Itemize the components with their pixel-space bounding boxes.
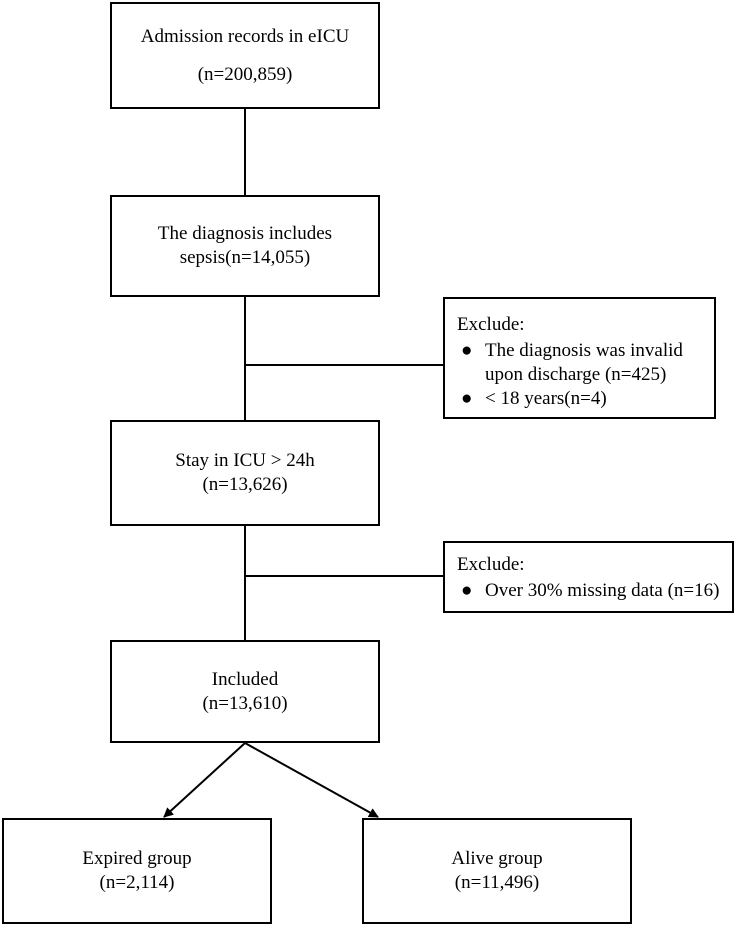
exclude-title-1: Exclude: <box>457 314 525 335</box>
stay-icu-count: (n=13,626) <box>202 474 288 495</box>
alive-group-label: Alive group <box>451 848 543 869</box>
stay-icu-label: Stay in ICU > 24h <box>175 450 315 471</box>
arrow-to-alive <box>244 742 379 818</box>
included-label: Included <box>211 668 279 690</box>
exclude-box-2: Exclude: ● Over 30% missing data (n=16) <box>443 541 734 613</box>
included-box: Included (n=13,610) <box>110 640 380 743</box>
admission-records-label: Admission records in eICU <box>140 25 350 47</box>
admission-records-box: Admission records in eICU (n=200,859) <box>110 2 380 109</box>
diagnosis-label: The diagnosis includes <box>157 223 333 244</box>
expired-group-count: (n=2,114) <box>99 872 175 893</box>
arrow-to-expired <box>163 742 246 818</box>
exclude-title-2: Exclude: <box>457 554 525 575</box>
included-count: (n=13,610) <box>202 692 288 714</box>
bullet-icon: ● <box>461 580 473 601</box>
expired-group-box: Expired group (n=2,114) <box>2 818 272 924</box>
admission-records-count: (n=200,859) <box>197 63 293 85</box>
exclude-item-text: < 18 years(n=4) <box>485 388 607 409</box>
exclude-item-invalid-diagnosis: ● The diagnosis was invalid upon dischar… <box>457 339 704 387</box>
bullet-icon: ● <box>461 340 473 361</box>
exclude-item-under-18: ● < 18 years(n=4) <box>457 387 704 411</box>
bullet-icon: ● <box>461 388 473 409</box>
exclude-box-1: Exclude: ● The diagnosis was invalid upo… <box>443 297 716 419</box>
diagnosis-box: The diagnosis includes sepsis(n=14,055) <box>110 195 380 297</box>
exclude-item-text: The diagnosis was invalid <box>485 340 683 361</box>
stay-icu-box: Stay in ICU > 24h (n=13,626) <box>110 420 380 526</box>
diagnosis-count: sepsis(n=14,055) <box>179 247 311 268</box>
exclude-item-missing-data: ● Over 30% missing data (n=16) <box>457 579 722 603</box>
exclude-item-text: upon discharge (n=425) <box>485 364 667 385</box>
alive-group-box: Alive group (n=11,496) <box>362 818 632 924</box>
alive-group-count: (n=11,496) <box>454 872 540 893</box>
exclude-item-text: Over 30% missing data (n=16) <box>485 580 720 601</box>
expired-group-label: Expired group <box>82 848 192 869</box>
